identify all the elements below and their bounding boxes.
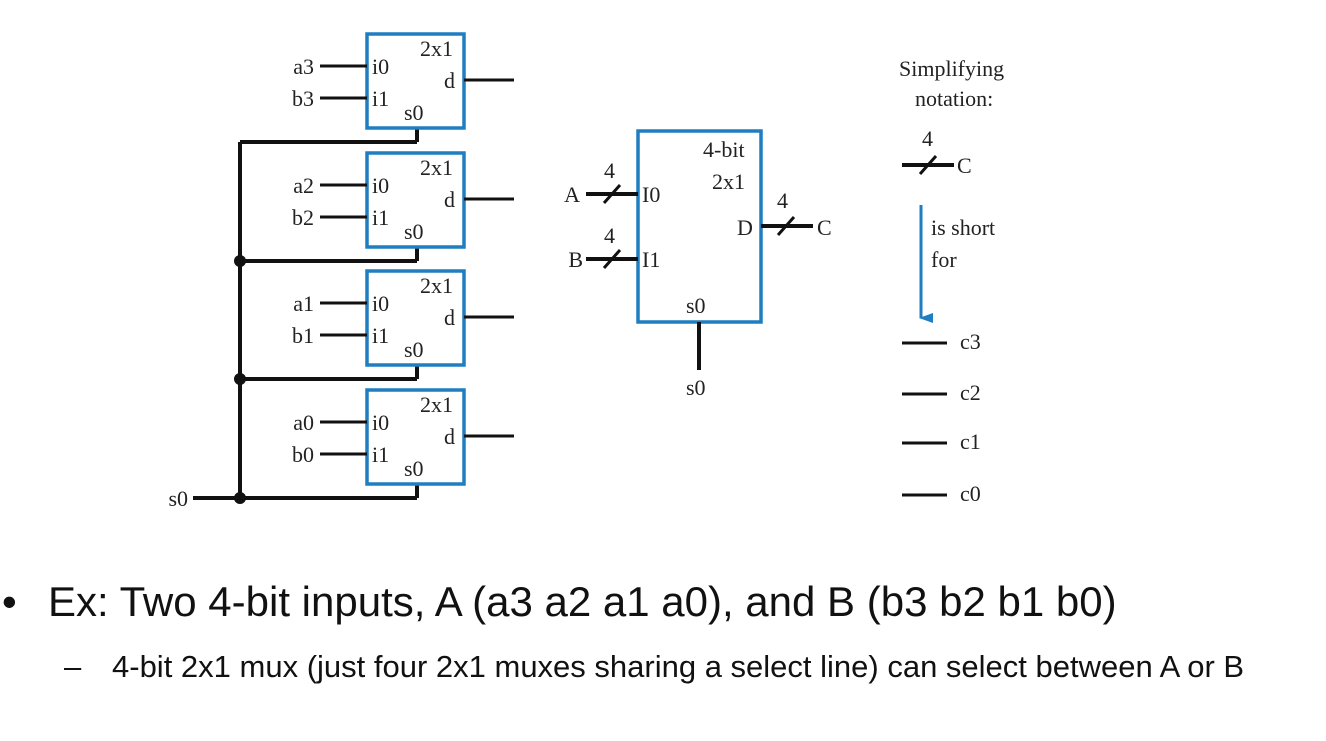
width-a: 4 <box>604 158 615 183</box>
mux-port-i0: i0 <box>372 173 389 198</box>
bus-slash <box>602 184 622 204</box>
bus-slash <box>776 216 796 236</box>
big-mux-port-s0: s0 <box>686 293 706 318</box>
mux-input-b: b0 <box>292 442 314 467</box>
mux-0: a0 b0 i0 i1 2x1 d s0 <box>292 388 514 486</box>
mux-1: a1 b1 i0 i1 2x1 d s0 <box>292 269 514 367</box>
input-b-label: B <box>568 247 583 272</box>
mux-input-b: b1 <box>292 323 314 348</box>
select-bus: s0 <box>168 128 419 511</box>
junction-dot <box>234 492 246 504</box>
mux-port-s0: s0 <box>404 456 424 481</box>
mux-input-a: a3 <box>293 54 314 79</box>
mux-input-b: b2 <box>292 205 314 230</box>
mux-title: 2x1 <box>420 392 453 417</box>
notation-line-label: c3 <box>960 329 981 354</box>
notation-line-label: c2 <box>960 380 981 405</box>
mux-title: 2x1 <box>420 273 453 298</box>
bus-slash <box>602 249 622 269</box>
mux-port-i0: i0 <box>372 291 389 316</box>
arrow-text-2: for <box>931 247 957 272</box>
mux-port-i0: i0 <box>372 54 389 79</box>
notation-line-label: c0 <box>960 481 981 506</box>
select-label: s0 <box>168 486 188 511</box>
mux-input-a: a1 <box>293 291 314 316</box>
notation-line-label: c1 <box>960 429 981 454</box>
sub-bullet-marker: – <box>64 649 82 684</box>
input-a-label: A <box>564 182 580 207</box>
bullet-marker: • <box>2 578 17 625</box>
mux-port-s0: s0 <box>404 337 424 362</box>
mux-box <box>365 151 466 249</box>
sub-bullet: – 4-bit 2x1 mux (just four 2x1 muxes sha… <box>64 648 1319 685</box>
width-out: 4 <box>777 188 788 213</box>
mux-port-i0: i0 <box>372 410 389 435</box>
big-mux-title-2: 2x1 <box>712 169 745 194</box>
arrow-text-1: is short <box>931 215 995 240</box>
bus-slash <box>918 155 938 175</box>
big-mux-select-label: s0 <box>686 375 706 400</box>
big-mux: 4-bit 2x1 4 A I0 4 B I1 4 D C s0 s0 <box>564 129 832 400</box>
notation-title-2: notation: <box>915 86 993 111</box>
mux-port-d: d <box>444 68 455 93</box>
notation-width: 4 <box>922 126 933 151</box>
port-I1: I1 <box>642 247 660 272</box>
main-bullet-text: Ex: Two 4-bit inputs, A (a3 a2 a1 a0), a… <box>48 578 1117 625</box>
mux-port-i1: i1 <box>372 323 389 348</box>
mux-title: 2x1 <box>420 36 453 61</box>
notation-legend: Simplifying notation: 4 C is short for c… <box>899 56 1004 506</box>
mux-port-d: d <box>444 187 455 212</box>
main-bullet: • Ex: Two 4-bit inputs, A (a3 a2 a1 a0), … <box>2 578 1117 626</box>
sub-bullet-text: 4-bit 2x1 mux (just four 2x1 muxes shari… <box>112 649 1245 684</box>
mux-port-d: d <box>444 305 455 330</box>
mux-port-i1: i1 <box>372 205 389 230</box>
mux-port-s0: s0 <box>404 219 424 244</box>
mux-port-d: d <box>444 424 455 449</box>
output-label: C <box>817 215 832 240</box>
mux-port-i1: i1 <box>372 86 389 111</box>
notation-title-1: Simplifying <box>899 56 1004 81</box>
width-b: 4 <box>604 223 615 248</box>
junction-dot <box>234 373 246 385</box>
big-mux-box <box>636 129 763 324</box>
mux-2: a2 b2 i0 i1 2x1 d s0 <box>292 151 514 249</box>
mux-diagram: s0 a3 b3 i0 i1 2x1 d s0 a2 b2 i0 i1 2x1 … <box>168 32 1004 511</box>
mux-box <box>365 269 466 367</box>
mux-port-i1: i1 <box>372 442 389 467</box>
junction-dot <box>234 255 246 267</box>
big-mux-title-1: 4-bit <box>703 137 745 162</box>
notation-bus-label: C <box>957 153 972 178</box>
mux-title: 2x1 <box>420 155 453 180</box>
mux-input-b: b3 <box>292 86 314 111</box>
port-I0: I0 <box>642 182 660 207</box>
mux-box <box>365 32 466 130</box>
port-D: D <box>737 215 753 240</box>
mux-3: a3 b3 i0 i1 2x1 d s0 <box>292 32 514 130</box>
mux-input-a: a2 <box>293 173 314 198</box>
mux-port-s0: s0 <box>404 100 424 125</box>
mux-input-a: a0 <box>293 410 314 435</box>
